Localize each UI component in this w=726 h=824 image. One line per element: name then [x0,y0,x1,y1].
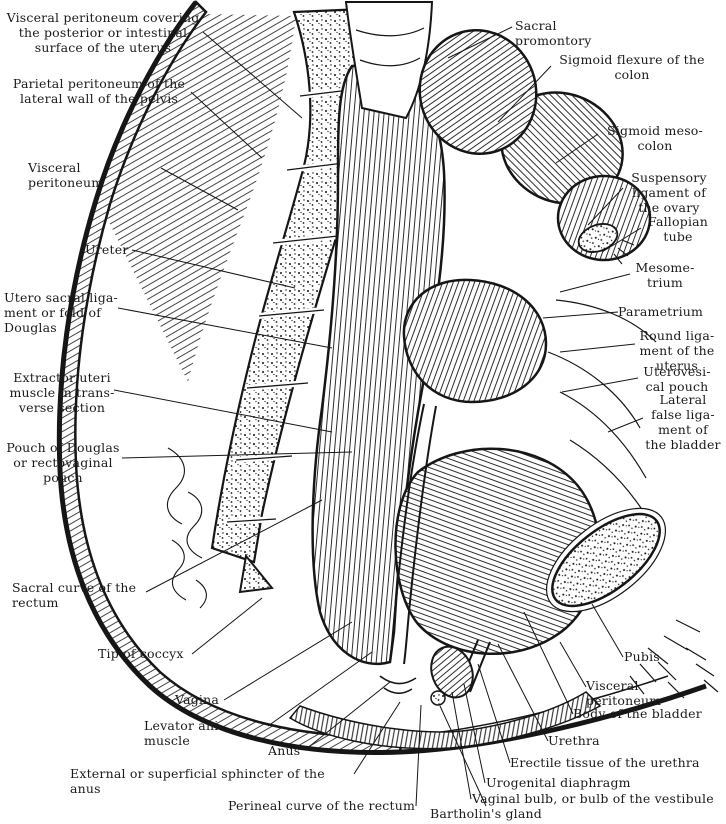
uterus [402,278,548,404]
leader-line [439,705,487,807]
leader-line [353,701,401,775]
leader-line [561,377,639,393]
leader-line [463,683,486,784]
label-bartholins-gland: Bartholin's gland [430,806,542,821]
erectile-tissue [430,645,474,699]
label-suspensory-ligament-ovary: Suspensory ligament of the ovary [631,170,707,215]
label-fallopian-tube: Fallopian tube [647,214,709,244]
leader-line [451,691,472,800]
label-visceral-peritoneum-right: Visceral peritoneum [586,678,662,708]
leader-line [555,133,599,164]
anus-arcs [379,675,417,695]
label-visceral-peritoneum-uterus: Visceral peritoneum covering the posteri… [6,10,200,55]
leader-line [190,91,263,159]
leader-line [607,417,644,433]
label-parametrium: Parametrium [618,304,704,319]
label-visceral-peritoneum-left: Visceral peritoneum [28,160,104,190]
label-round-ligament-uterus: Round liga- ment of the uterus [639,328,715,373]
perineum-band [288,691,602,750]
leader-line [477,663,511,764]
label-anus: Anus [268,743,301,758]
label-uterovesical-pouch: Uterovesi- cal pouch [643,364,711,394]
hair-strokes [629,619,719,699]
label-parietal-peritoneum-pelvis: Parietal peritoneum of the lateral wall … [12,76,186,106]
leader-line [131,249,296,289]
pubic-bone [551,512,661,608]
leader-line [587,187,624,226]
leader-line [304,681,391,751]
leader-line [542,311,619,319]
upper-colon [344,1,434,120]
leader-line [191,597,263,655]
label-levator-ani-muscle: Levator ani muscle [144,718,219,748]
leader-line [591,603,624,658]
leader-line [113,389,333,433]
label-tip-of-coccyx: Tip of coccyx [98,646,184,661]
rectum [311,64,446,666]
leader-line [497,65,552,123]
label-lateral-false-ligament-bladder: Lateral false liga- ment of the bladder [645,392,721,452]
label-perineal-curve-rectum: Perineal curve of the rectum [228,798,416,813]
leader-line [601,227,642,253]
leader-line [415,704,422,807]
label-extractor-uteri-muscle: Extractor uteri muscle in trans- verse s… [9,370,115,415]
label-urogenital-diaphragm: Urogenital diaphragm [486,775,631,790]
label-sigmoid-flexure-colon: Sigmoid flexure of the colon [559,52,705,82]
label-utero-sacral-ligament: Utero sacral liga- ment or fold of Dougl… [4,290,118,335]
peritoneal-folds [166,447,207,609]
leader-line [559,273,631,293]
leader-lines [113,26,644,807]
bladder [394,447,601,655]
leader-line [145,499,323,593]
leader-line [523,611,574,715]
iliopsoas-hatching [104,14,296,382]
leader-line [117,307,333,349]
leader-line [559,343,636,353]
leader-line [160,167,239,211]
bartholins-gland-shape [430,690,446,706]
label-ureter: Ureter [85,242,129,257]
vagina-canal [389,403,437,665]
label-erectile-tissue-urethra: Erectile tissue of the urethra [510,755,700,770]
leader-line [202,31,303,119]
label-pubis: Pubis [624,649,660,664]
coccyx-tip-bone [238,553,274,594]
leader-line [497,643,549,742]
sigmoid-coil-a [418,29,538,155]
upper-colon-striae [355,27,425,67]
ovary [577,223,619,253]
label-mesometrium: Mesome- trium [635,260,695,290]
label-vaginal-bulb: Vaginal bulb, or bulb of the vestibule [472,791,714,806]
label-urethra: Urethra [548,733,600,748]
leader-line [559,641,587,688]
label-sacral-curve-rectum: Sacral curve of the rectum [12,580,137,610]
label-body-of-bladder: Body of the bladder [573,706,702,721]
leader-line [121,451,353,459]
leader-line [223,621,353,701]
label-external-sphincter-anus: External or superficial sphincter of the… [70,766,325,796]
label-vagina: Vagina [175,692,220,707]
leader-line [447,26,513,59]
fimbria-strokes [613,239,635,265]
leader-line [267,651,373,727]
label-sacral-promontory: Sacral promontory [515,18,592,48]
label-pouch-of-douglas: Pouch of Douglas or rectovaginal pouch [6,440,120,485]
label-sigmoid-mesocolon: Sigmoid meso- colon [607,123,703,153]
